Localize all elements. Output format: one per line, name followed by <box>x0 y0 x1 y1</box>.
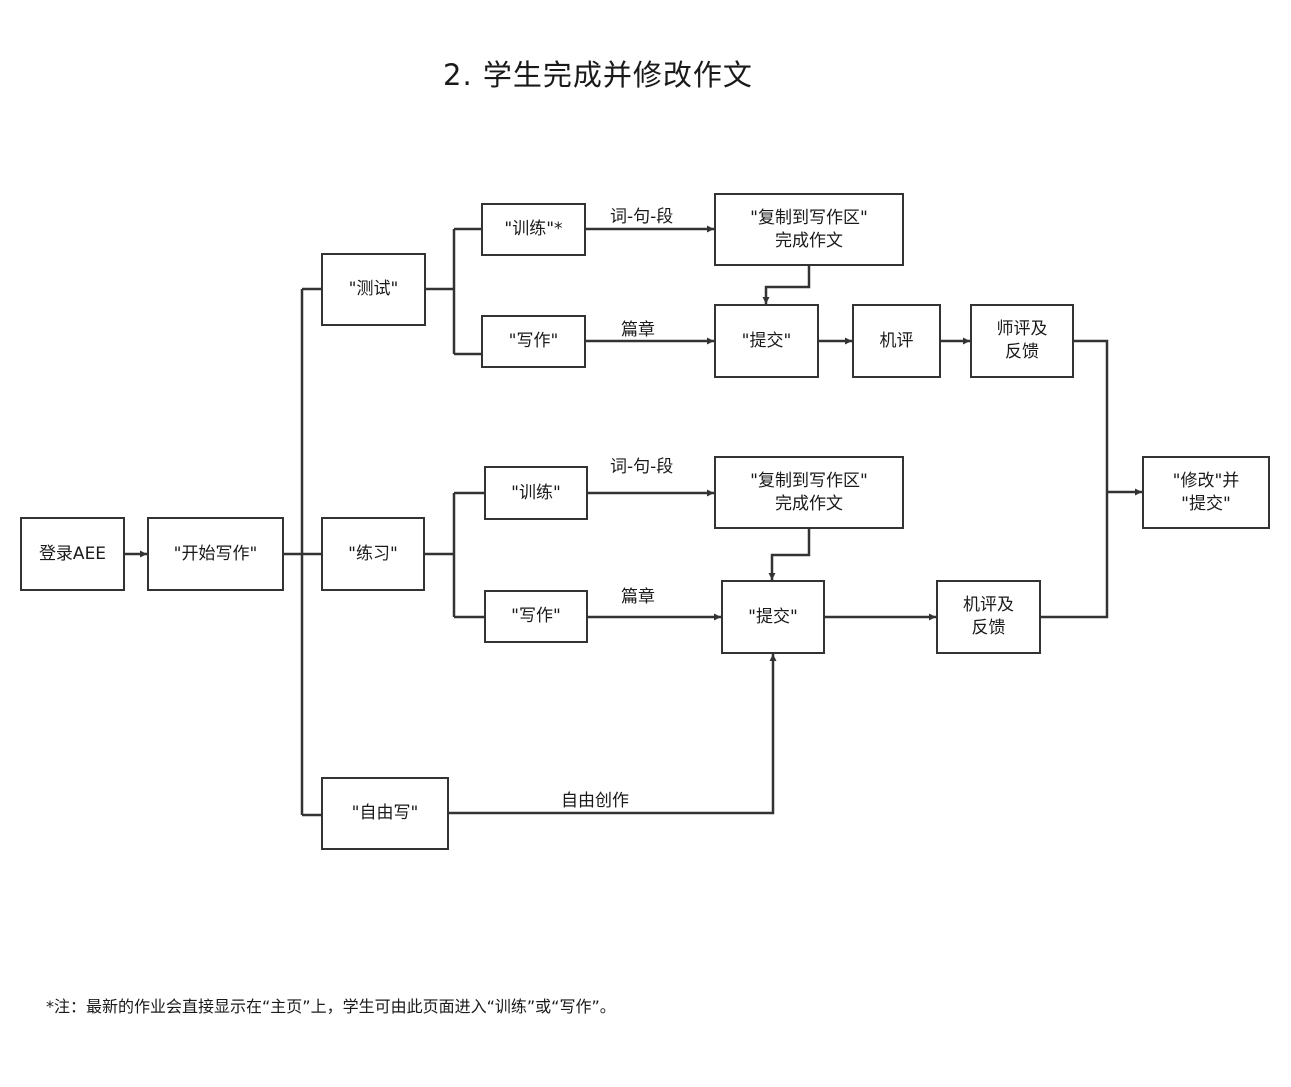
practice-submit-node: "提交" <box>721 580 825 654</box>
test-copy-node: "复制到写作区" 完成作文 <box>714 193 904 266</box>
edge-practice-branches <box>425 491 484 619</box>
free-write-edge-label: 自由创作 <box>561 791 629 811</box>
practice-train-edge-label: 词-句-段 <box>610 457 674 477</box>
edge-test-branches <box>426 227 481 356</box>
machine-eval-node: 机评 <box>852 304 941 378</box>
test-submit-node: "提交" <box>714 304 819 378</box>
test-write-node: "写作" <box>481 315 586 368</box>
machine-feedback-node: 机评及 反馈 <box>936 580 1041 654</box>
edge-practice-copy-submit <box>768 529 811 580</box>
footnote: *注：最新的作业会直接显示在“主页”上，学生可由此页面进入“训练”或“写作”。 <box>46 997 616 1016</box>
test-write-edge-label: 篇章 <box>621 320 655 340</box>
test-train-edge-label: 词-句-段 <box>610 207 674 227</box>
edge-free-submit <box>449 654 777 815</box>
practice-write-node: "写作" <box>484 590 588 643</box>
edge-merge-revise <box>1041 339 1142 619</box>
free-write-node: "自由写" <box>321 777 449 850</box>
edge-test-copy-submit <box>762 266 811 304</box>
teacher-feedback-node: 师评及 反馈 <box>970 304 1074 378</box>
practice-node: "练习" <box>321 517 425 591</box>
login-node: 登录AEE <box>20 517 125 591</box>
practice-write-edge-label: 篇章 <box>621 587 655 607</box>
practice-train-node: "训练" <box>484 466 588 520</box>
test-node: "测试" <box>321 253 426 326</box>
diagram-title: 2. 学生完成并修改作文 <box>443 58 753 92</box>
edge-start-branches <box>284 287 321 817</box>
practice-copy-node: "复制到写作区" 完成作文 <box>714 456 904 529</box>
revise-submit-node: "修改"并 "提交" <box>1142 456 1270 529</box>
start-writing-node: "开始写作" <box>147 517 284 591</box>
test-train-node: "训练"* <box>481 203 586 256</box>
